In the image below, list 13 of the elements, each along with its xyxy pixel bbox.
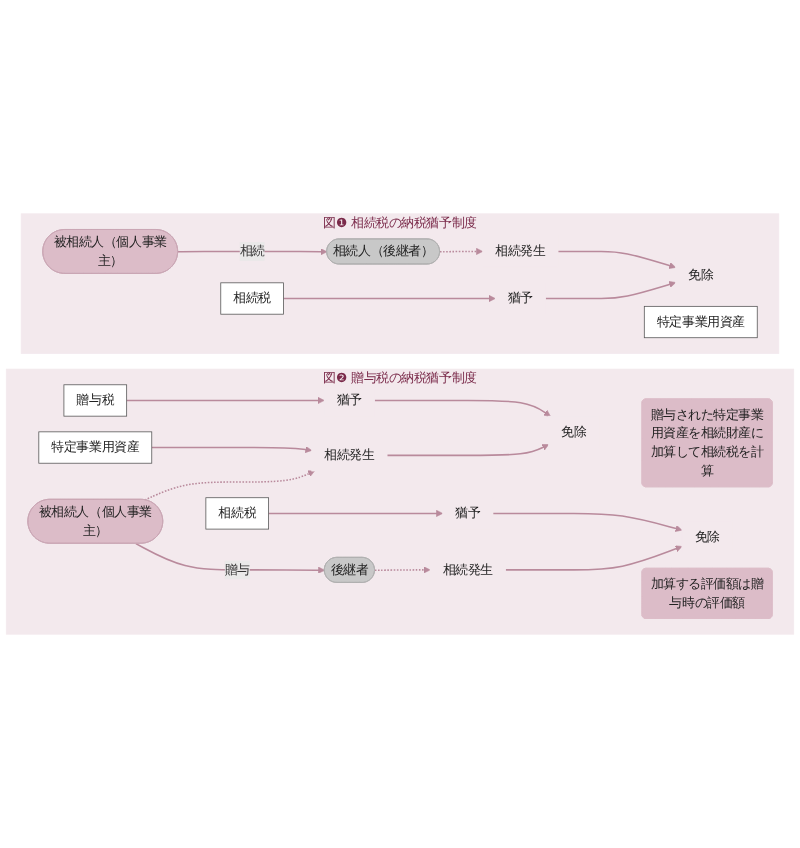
arrow [504, 545, 683, 571]
arrow [373, 399, 551, 417]
arrow [267, 509, 444, 517]
arrow [374, 566, 431, 574]
arrow [150, 446, 313, 453]
arrow [544, 281, 676, 300]
arrow [492, 512, 683, 532]
arrow [144, 470, 315, 501]
arrow [557, 250, 676, 269]
arrow [386, 444, 549, 457]
arrow [125, 397, 325, 404]
arrow [439, 248, 484, 255]
arrow [282, 295, 496, 302]
